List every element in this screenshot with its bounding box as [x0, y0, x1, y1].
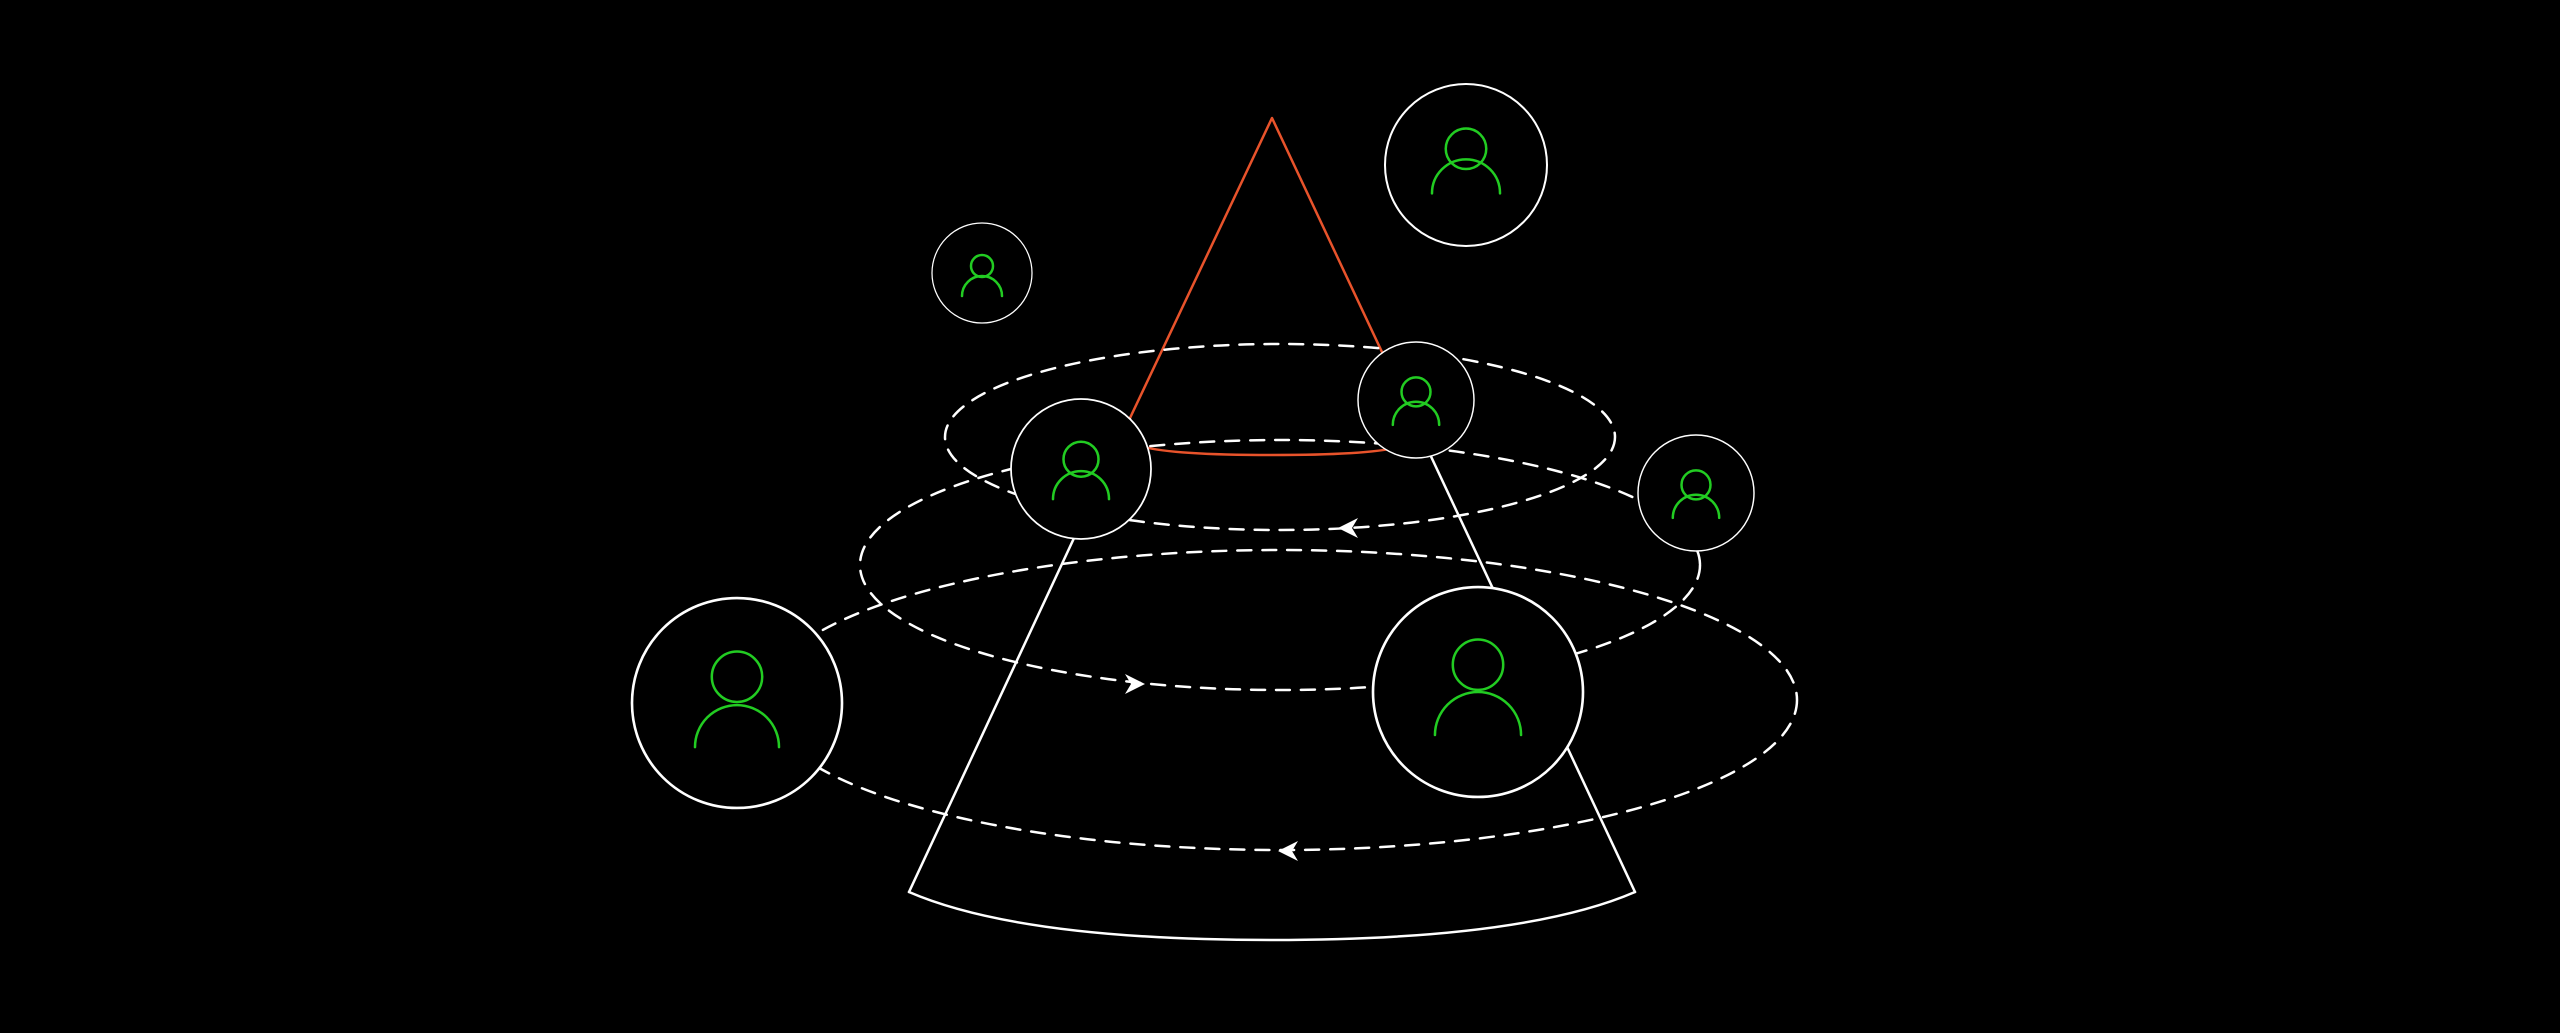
user-icon — [1433, 638, 1523, 737]
cone-tip-outline — [1128, 116, 1415, 419]
cone-base — [907, 890, 1637, 942]
user-avatar — [1371, 585, 1585, 799]
orbits — [761, 342, 1799, 852]
avatar-ring — [931, 222, 1033, 324]
cone-tip-base — [1128, 439, 1415, 457]
avatar-ring — [1383, 82, 1549, 248]
orbit-bottom — [761, 548, 1799, 852]
orbit-arrows — [1125, 518, 1358, 861]
arrow-left-icon — [1338, 518, 1358, 538]
user-avatar — [1010, 398, 1152, 540]
orbit-top — [943, 342, 1617, 532]
user-icon — [693, 650, 781, 749]
avatar-ring — [1637, 434, 1755, 552]
user-avatar — [931, 222, 1033, 324]
user-avatar — [1637, 434, 1755, 552]
arrow-right-icon — [1125, 674, 1145, 694]
user-avatar — [1383, 82, 1549, 248]
orbit-middle — [858, 438, 1702, 692]
user-icon — [960, 253, 1004, 298]
avatar-ring — [1357, 341, 1475, 459]
user-avatar — [1357, 341, 1475, 459]
user-avatars — [630, 82, 1755, 810]
arrow-left-icon — [1278, 841, 1298, 861]
user-icon — [1391, 376, 1441, 427]
user-icon — [1051, 440, 1111, 501]
user-avatar — [630, 596, 844, 810]
user-icon — [1671, 469, 1721, 520]
user-icon — [1430, 127, 1502, 195]
avatar-ring — [1010, 398, 1152, 540]
